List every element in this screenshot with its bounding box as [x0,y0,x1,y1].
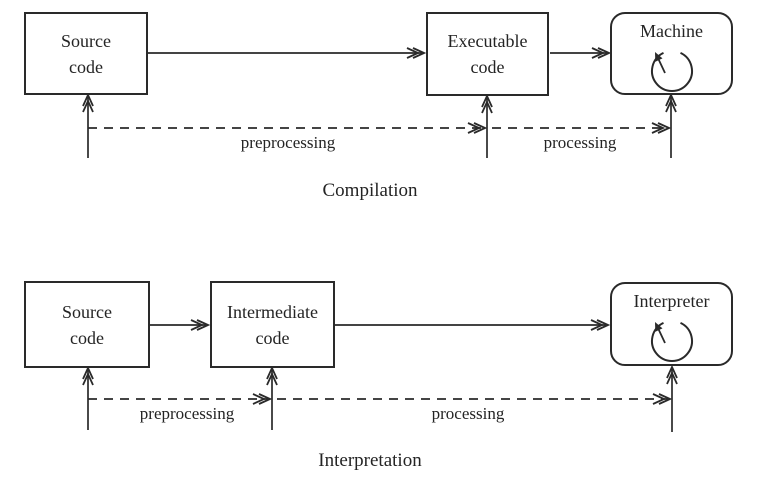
compilation-title: Compilation [322,180,418,201]
box-label-line: code [69,56,103,77]
interpreter-box: Interpreter [610,282,733,366]
box-label-line: code [70,327,104,348]
compilation-preprocessing-label: preprocessing [240,133,336,152]
interpretation-source-code-box: Source code [24,281,150,368]
machine-box: Machine [610,12,733,95]
box-label-line: Source [62,301,112,322]
self-loop-icon [650,321,693,362]
box-label-line: Machine [640,21,703,41]
box-label-line: Source [61,30,111,51]
intermediate-code-box: Intermediate code [210,281,335,368]
box-label-line: code [470,57,505,77]
interpretation-processing-label: processing [431,404,505,423]
compilation-processing-label: processing [543,133,617,152]
interpretation-title: Interpretation [318,450,422,471]
box-label-line: Interpreter [633,291,710,311]
interpretation-preprocessing-label: preprocessing [139,404,235,423]
box-label-line: code [255,327,290,348]
box-label-line: Executable [447,31,528,51]
compilation-executable-code-box: Executable code [426,12,549,96]
compilation-source-code-box: Source code [24,12,148,95]
box-label-line: Intermediate [227,301,318,322]
self-loop-icon [650,51,693,92]
